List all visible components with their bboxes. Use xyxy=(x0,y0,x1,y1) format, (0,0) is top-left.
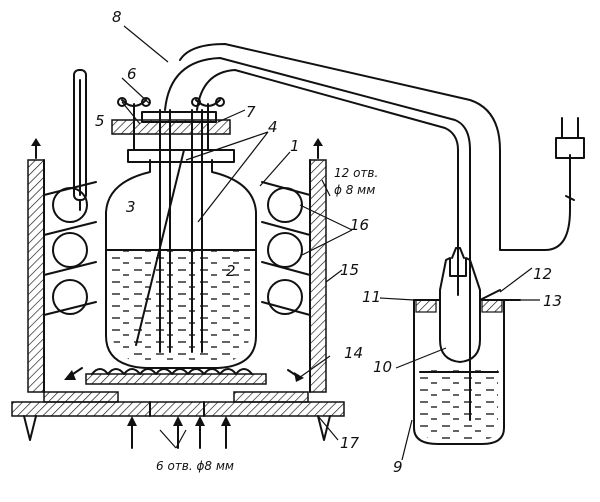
labels: 8 6 5 7 4 1 3 2 16 15 14 17 11 12 13 10 … xyxy=(95,8,562,476)
label-6: 6 xyxy=(127,65,137,83)
receiver xyxy=(413,247,521,445)
label-11: 11 xyxy=(362,288,381,306)
label-12: 12 xyxy=(533,265,552,283)
bottle xyxy=(105,159,257,369)
heater xyxy=(43,367,309,403)
label-15: 15 xyxy=(340,261,359,279)
label-13: 13 xyxy=(543,292,562,310)
cooling-spheres xyxy=(52,187,303,315)
bottle-tubes xyxy=(135,109,203,353)
gas-line xyxy=(164,43,585,296)
label-5: 5 xyxy=(95,112,105,130)
holes-note-top-line1: 12 отв. xyxy=(334,166,378,180)
label-14: 14 xyxy=(344,344,363,362)
label-3: 3 xyxy=(126,198,136,216)
label-16: 16 xyxy=(350,216,369,234)
stopper-clamp xyxy=(111,97,235,163)
label-8: 8 xyxy=(112,8,122,26)
leader-lines xyxy=(121,25,540,461)
label-7: 7 xyxy=(246,103,256,121)
thermometer xyxy=(73,69,87,211)
stand xyxy=(11,401,345,449)
holes-note-bottom: 6 отв. ϕ8 мм xyxy=(156,459,234,473)
label-9: 9 xyxy=(393,458,403,476)
label-4: 4 xyxy=(268,118,278,136)
holes-note-top-line2: ϕ 8 мм xyxy=(334,183,375,197)
label-1: 1 xyxy=(290,137,300,155)
label-10: 10 xyxy=(373,358,392,376)
label-2: 2 xyxy=(226,262,236,280)
label-17: 17 xyxy=(340,434,360,452)
outer-jacket xyxy=(27,138,327,393)
